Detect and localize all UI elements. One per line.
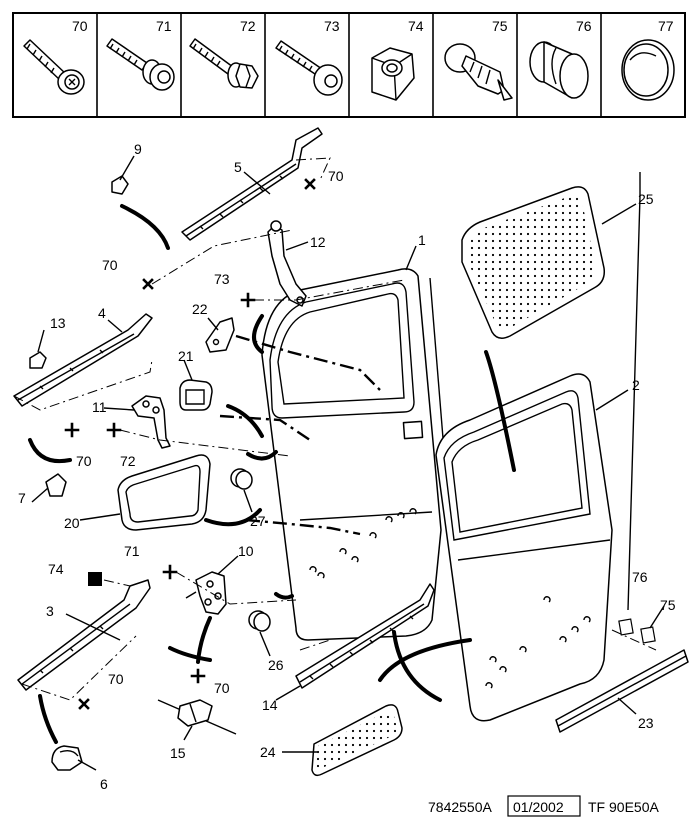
clip-marker-75 [640,626,656,644]
callout-21: 21 [178,348,194,364]
hex-nut-icon [371,47,415,101]
header-ref-73: 73 [324,18,340,34]
plug-cap-icon [621,39,675,101]
fixed-window-glass [117,454,211,531]
callout-11: 11 [92,399,107,415]
drawing-code: TF 90E50A [588,799,659,815]
pan-head-screw-icon [275,40,343,96]
callout-1: 1 [418,232,426,248]
drawing-number: 7842550A [428,799,493,815]
header-ref-76: 76 [576,18,592,34]
callout-76: 76 [632,569,648,585]
callout-4: 4 [98,305,106,321]
callout-26: 26 [268,657,284,673]
callout-74: 74 [48,561,64,577]
centre-lock-mechanism [131,395,171,449]
push-clip-icon [444,43,513,101]
callout-14: 14 [262,697,278,713]
callout-27: 27 [250,513,266,529]
callout-70-upper-left: 70 [102,257,118,273]
callout-23: 23 [638,715,654,731]
upper-guide-rail [181,127,323,241]
front-sliding-door [261,268,449,641]
front-door-lower-strip [295,583,435,689]
callout-3: 3 [46,603,54,619]
callout-70-bottom: 70 [214,680,230,696]
callout-2: 2 [632,377,640,393]
hex-flange-screw-icon [189,38,259,89]
drawing-date: 01/2002 [513,799,564,815]
screw-markers [64,178,316,710]
lower-roller [248,610,271,632]
assembly-lines [13,157,657,701]
callout-71: 71 [124,543,140,559]
torx-washer-screw-icon [106,38,175,91]
header-ref-74: 74 [408,18,424,34]
rear-sliding-door [435,373,613,722]
lower-guide-rail [17,579,151,691]
header-ref-77: 77 [658,18,674,34]
callout-labels: 1 2 3 4 5 6 7 9 10 11 12 13 14 15 20 21 … [18,141,676,792]
rear-door-window-glass [461,186,606,339]
header-ref-71: 71 [156,18,172,34]
lower-door-latch [185,571,227,615]
callout-6: 6 [100,776,108,792]
torx-flange-screw-icon [23,39,85,95]
callout-25: 25 [638,191,654,207]
callout-70-lower-left: 70 [108,671,124,687]
cable-clip [157,699,237,735]
hinge-bracket [205,317,235,353]
callout-10: 10 [238,543,254,559]
callout-9: 9 [134,141,142,157]
centre-guide-rail [13,313,153,407]
callout-12: 12 [310,234,326,250]
header-ref-70: 70 [72,18,88,34]
upper-rail-stop [111,175,129,195]
callout-5: 5 [234,159,242,175]
rubber-bumper-icon [529,41,589,99]
lower-trim-plate [311,704,403,777]
callout-75: 75 [660,597,676,613]
callout-22: 22 [192,301,208,317]
callout-7: 7 [18,490,26,506]
leader-arcs [28,204,516,744]
callout-72: 72 [120,453,136,469]
nut-marker-74 [88,572,102,586]
centre-rail-stop [29,351,47,369]
drawing-reference-footer: 7842550A 01/2002 TF 90E50A [428,795,659,817]
callout-leaders [31,155,665,771]
lock-cover [179,379,213,411]
upper-roller [230,468,253,490]
callout-13: 13 [50,315,66,331]
callout-70-mid-left: 70 [76,453,92,469]
header-parts-strip: 70 71 72 73 74 75 76 77 [12,12,686,118]
callout-24: 24 [260,744,276,760]
header-ref-72: 72 [240,18,256,34]
door-link-arm [267,220,307,307]
header-ref-75: 75 [492,18,508,34]
buffer-block [45,473,67,497]
lower-rail-end-cap [51,745,83,771]
rear-door-lower-moulding [555,649,689,733]
callout-20: 20 [64,515,80,531]
callout-15: 15 [170,745,186,761]
callout-73: 73 [214,271,230,287]
bumper-marker-76 [618,618,634,636]
callout-70-top: 70 [328,168,344,184]
